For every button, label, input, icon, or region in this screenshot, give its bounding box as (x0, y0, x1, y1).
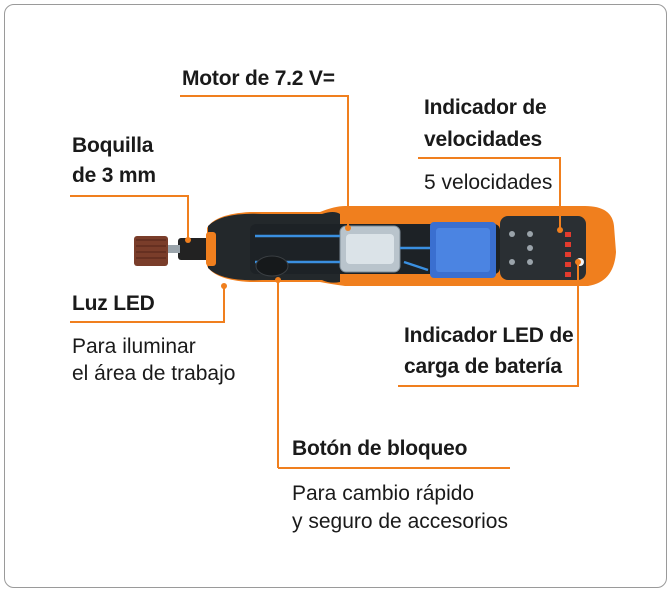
speeds-title-line2: velocidades (424, 128, 543, 151)
battery-title-line2: carga de batería (404, 355, 562, 378)
speed-led-column (565, 232, 571, 277)
led-detail-line2: el área de trabajo (72, 362, 236, 385)
speeds-title-line1: Indicador de (424, 96, 547, 119)
lock-detail-line2: y seguro de accesorios (292, 510, 508, 533)
lock-leader (277, 278, 510, 469)
figure-frame (4, 4, 667, 588)
collet-title-line1: Boquilla (72, 134, 154, 157)
motor-leader (180, 95, 349, 226)
battery-title-line1: Indicador LED de (404, 324, 574, 347)
collet-leader (70, 195, 189, 238)
control-panel (500, 216, 586, 280)
lock-title: Botón de bloqueo (292, 437, 468, 460)
led-leader (70, 288, 225, 323)
led-title: Luz LED (72, 292, 155, 315)
lock-detail-line1: Para cambio rápido (292, 482, 475, 505)
battery-leader (398, 264, 579, 387)
speeds-leader (418, 157, 561, 228)
speeds-detail: 5 velocidades (424, 171, 553, 194)
motor-title: Motor de 7.2 V= (182, 67, 335, 90)
collet (178, 238, 212, 260)
collet-title-line2: de 3 mm (72, 164, 156, 187)
led-detail-line1: Para iluminar (72, 335, 196, 358)
lock-button (255, 255, 289, 277)
